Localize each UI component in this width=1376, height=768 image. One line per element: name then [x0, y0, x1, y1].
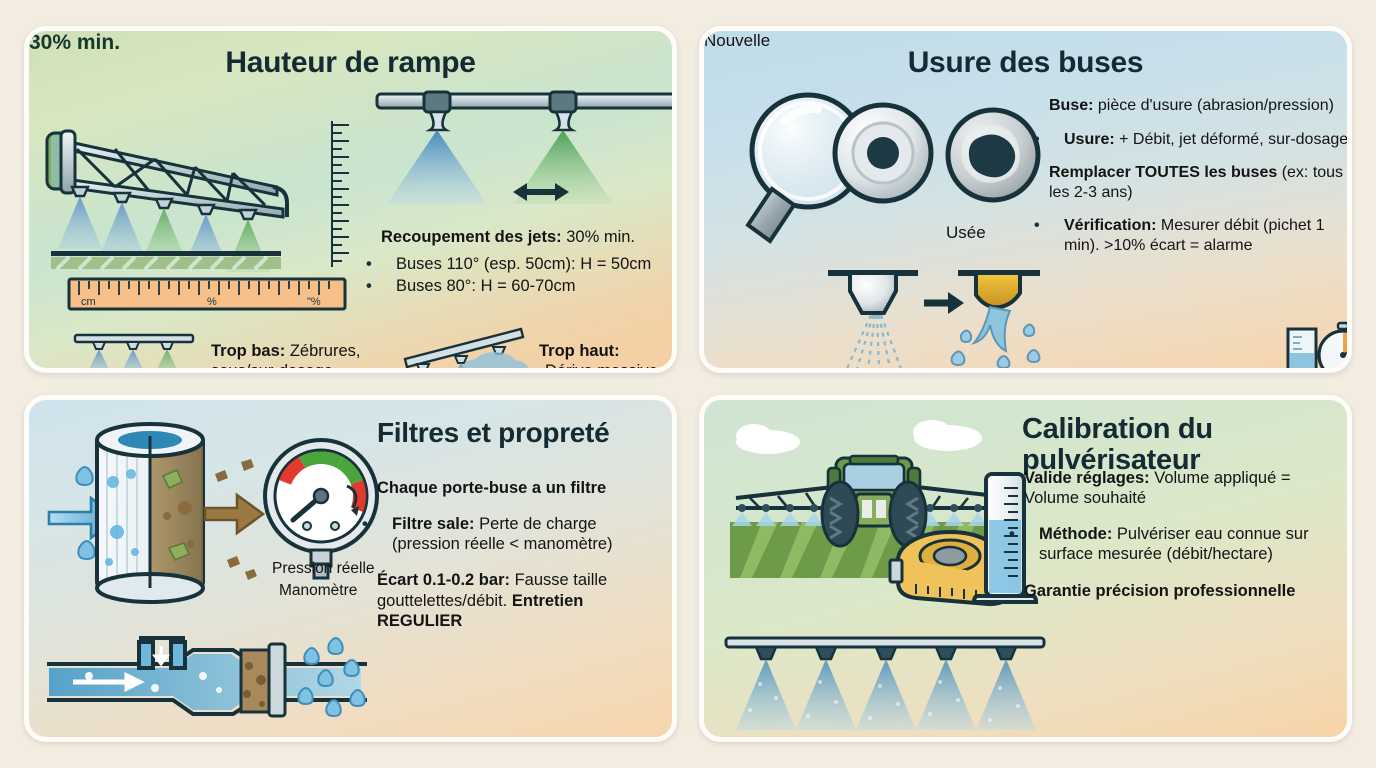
arrow-right-icon [924, 292, 964, 314]
ruler-percent-label: % [207, 296, 217, 308]
overlap-percent-label: 30% min. [29, 31, 121, 54]
panel-title: Hauteur de rampe [225, 46, 476, 79]
drift-cloud-icon [462, 352, 528, 368]
nozzle-wear-illustration [745, 92, 1041, 368]
usure-text-block: Buse: pièce d'usure (abrasion/pression) … [1034, 96, 1347, 269]
filtres-text-block: Chaque porte-buse a un filtre Filtre sal… [362, 478, 667, 647]
too-low-illustration [73, 333, 195, 368]
ruler-cm-label: cm [81, 296, 96, 308]
block-filtre-sale: Filtre sale: Perte de charge (pression r… [362, 514, 667, 554]
block-buse: Buse: pièce d'usure (abrasion/pression) [1049, 97, 1334, 114]
panel-filtres-et-proprete: Filtres et propreté [24, 395, 677, 742]
overlap-arrow-icon [513, 183, 569, 201]
droplet-icons [75, 466, 96, 561]
block-valide-reglages: Valide réglages: Volume appliqué = Volum… [1024, 469, 1291, 508]
block-usure: Usure: + Débit, jet déformé, sur-dosage [1034, 130, 1347, 150]
panel-title: Usure des buses [907, 46, 1144, 79]
tractor-icon [820, 454, 928, 548]
clogged-pipe-illustration [47, 636, 367, 718]
panel-calibration-du-pulverisateur: Calibration du pulvérisateur [699, 395, 1352, 742]
calibration-text-block: Valide réglages: Volume appliqué = Volum… [1009, 468, 1324, 617]
panel-usure-des-buses: Usure des buses [699, 26, 1352, 373]
filter-and-gauge-illustration [47, 422, 379, 604]
recoupement-line: Recoupement des jets: 30% min. [381, 228, 636, 246]
block-chaque-porte-buse: Chaque porte-buse a un filtre [377, 479, 607, 497]
pressure-gauge-icon [263, 438, 379, 580]
measuring-tape-icon [888, 530, 1012, 607]
boom-sprayer-illustration [45, 129, 289, 272]
label-new-nozzle: Nouvelle [704, 31, 771, 50]
magnifier-icon [745, 92, 867, 244]
block-verification: Vérification: Mesurer débit (pichet 1 mi… [1034, 216, 1347, 255]
label-used-nozzle: Usée [946, 223, 986, 242]
vertical-scale-icon [331, 121, 349, 267]
horizontal-ruler-icon: cm % "% [67, 277, 347, 311]
stopwatch-icon [1317, 321, 1347, 368]
beaker-icon [1286, 327, 1318, 368]
cloud-icons [736, 420, 982, 454]
droplet-spray-icons [297, 637, 366, 718]
bottom-spray-boom-illustration [724, 636, 1046, 730]
nozzle-overlap-illustration [375, 90, 672, 204]
graduated-cylinder-icon [971, 472, 1039, 604]
new-nozzle-disc [832, 102, 934, 204]
new-nozzle-body [828, 270, 918, 368]
block-garantie: Garantie précision professionnelle [1024, 581, 1296, 600]
beaker-stopwatch-icons [1286, 321, 1347, 368]
too-low-text: Trop bas: Zébrures, sous/sur-dosage [211, 342, 361, 373]
panel-title: Calibration du pulvérisateur [1022, 413, 1213, 476]
too-high-illustration [403, 327, 528, 368]
too-high-text: Trop haut: Dérive massive [539, 342, 658, 373]
ruler-percent2-label: "% [307, 296, 321, 308]
panel-title: Filtres et propreté [377, 417, 610, 448]
worn-nozzle-body [950, 270, 1041, 368]
gauge-label-manometre: Manomètre [279, 582, 358, 599]
worn-nozzle-disc [945, 107, 1041, 203]
panel-hauteur-de-rampe: Hauteur de rampe [24, 26, 677, 373]
bullet-buses-110: Buses 110° (esp. 50cm): H = 50cm [366, 254, 672, 274]
bullet-buses-80: Buses 80°: H = 60-70cm [366, 276, 672, 296]
block-ecart-bar: Écart 0.1-0.2 bar: Fausse taille gouttel… [377, 571, 608, 630]
debris-icons [215, 459, 257, 580]
block-methode: Méthode: Pulvériser eau connue sur surfa… [1009, 524, 1324, 564]
block-remplacer: Remplacer TOUTES les buses (ex: tous les… [1049, 164, 1344, 201]
gauge-label-pression-reelle: Pression réelle [272, 560, 375, 577]
filter-cartridge [95, 422, 205, 604]
tractor-field-illustration [730, 420, 1039, 607]
overlap-text-block: Recoupement des jets: 30% min. Buses 110… [366, 227, 672, 297]
